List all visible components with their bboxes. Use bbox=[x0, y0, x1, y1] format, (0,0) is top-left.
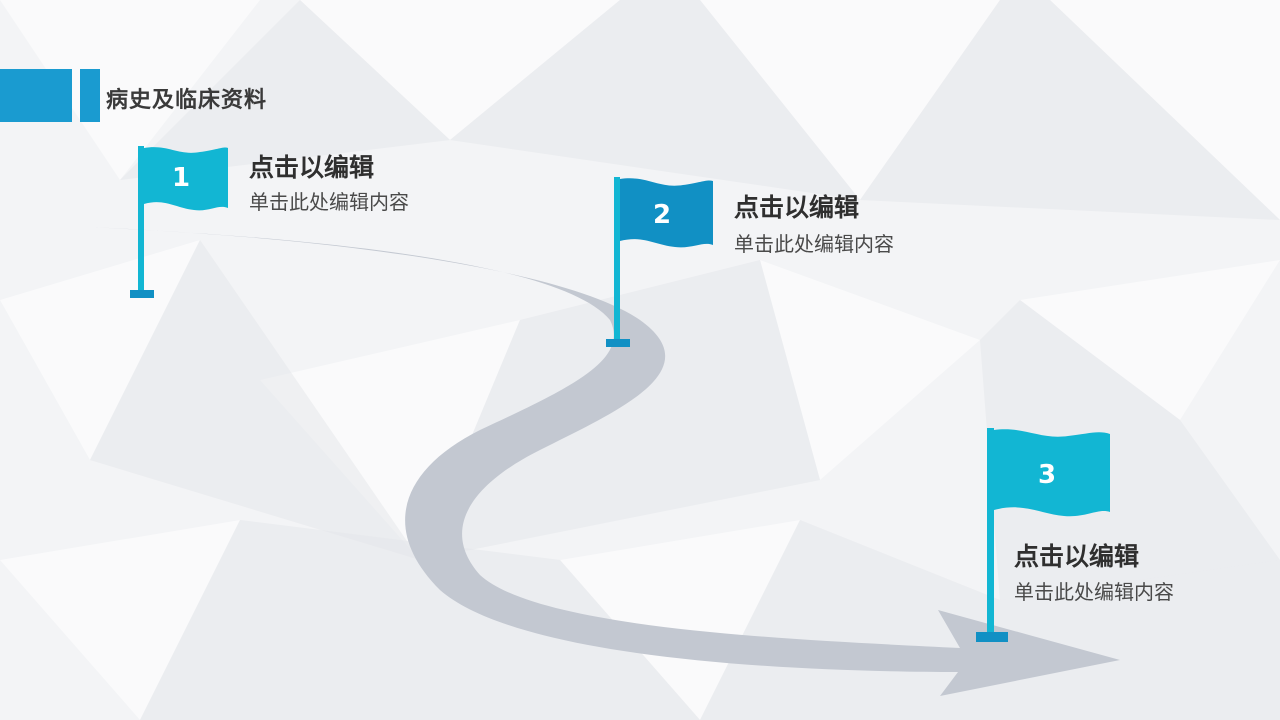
road-path bbox=[65, 226, 1120, 696]
flag-3-number: 3 bbox=[1037, 460, 1057, 490]
flag-2-number: 2 bbox=[652, 200, 672, 230]
page-title: 病史及临床资料 bbox=[106, 88, 268, 113]
flag-2-icon bbox=[606, 177, 713, 347]
flag-3-icon bbox=[976, 428, 1110, 642]
header-accent-bar bbox=[80, 69, 100, 122]
step-2-title: 点击以编辑 bbox=[734, 193, 860, 222]
step-3-title: 点击以编辑 bbox=[1014, 542, 1140, 571]
flag-1-icon bbox=[130, 146, 228, 298]
flag-1-number: 1 bbox=[171, 163, 191, 193]
step-2-description: 单击此处编辑内容 bbox=[734, 232, 894, 256]
step-3-description: 单击此处编辑内容 bbox=[1014, 580, 1174, 604]
step-1-description: 单击此处编辑内容 bbox=[249, 190, 409, 214]
header-accent-block bbox=[0, 69, 72, 122]
step-1-title: 点击以编辑 bbox=[249, 153, 375, 182]
